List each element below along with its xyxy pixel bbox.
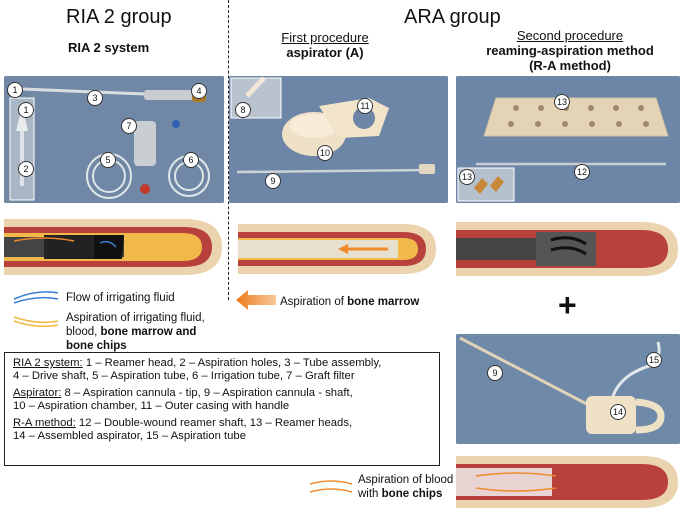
legend-ra-text1: 12 – Double-wound reamer shaft, 13 – Rea… — [75, 417, 353, 429]
second-procedure-method: reaming-aspiration method — [486, 43, 654, 58]
badge-2: 2 — [18, 161, 34, 177]
blood-aspiration-bold: bone chips — [381, 488, 443, 500]
plus-sign: + — [558, 287, 577, 323]
assembled-aspirator-illustration — [456, 334, 680, 444]
badge-1: 1 — [7, 82, 23, 98]
marrow-arrow-icon — [236, 290, 276, 310]
badge-1-inset: 1 — [18, 102, 34, 118]
ra-bone-aspiration-diagram — [456, 456, 678, 508]
legend-ra-text2: 14 – Assembled aspirator, 15 – Aspiratio… — [13, 430, 246, 442]
aspiration-flow-line1: Aspiration of irrigating fluid, — [66, 312, 205, 324]
badge-7: 7 — [121, 118, 137, 134]
badge-11: 11 — [357, 98, 373, 114]
legend-aspirator: Aspirator: 8 – Aspiration cannula - tip,… — [13, 387, 431, 413]
ria-system-title: RIA 2 system — [68, 40, 150, 55]
irrigating-flow-icon — [13, 291, 59, 304]
aspiration-flow-bold2: bone chips — [66, 340, 127, 352]
assembled-aspirator-photo: 9 15 14 — [456, 334, 680, 444]
blood-aspiration-line2: with — [358, 488, 382, 500]
legend-asp-label: Aspirator: — [13, 387, 62, 399]
aspirator-photo: 8 11 10 9 — [229, 76, 448, 203]
aspirator-bone-diagram — [238, 224, 436, 274]
ria-system-photo: 1 3 4 1 2 7 5 6 — [4, 76, 224, 203]
badge-4: 4 — [191, 83, 207, 99]
badge-9-assembled: 9 — [487, 365, 503, 381]
ra-method-illustration — [456, 76, 680, 203]
badge-3: 3 — [87, 90, 103, 106]
legend-ra: R-A method: 12 – Double-wound reamer sha… — [13, 417, 431, 443]
badge-9: 9 — [265, 173, 281, 189]
legend-ria-text2: 4 – Drive shaft, 5 – Aspiration tube, 6 … — [13, 370, 355, 382]
ara-group-title: ARA group — [404, 6, 501, 28]
badge-15: 15 — [646, 352, 662, 368]
ria-group-title: RIA 2 group — [66, 6, 172, 28]
ra-bone-diagram — [456, 222, 678, 276]
group-divider — [228, 0, 229, 300]
aspiration-flow-icon — [13, 316, 59, 328]
aspirator-illustration — [229, 76, 448, 203]
badge-12: 12 — [574, 164, 590, 180]
badge-14: 14 — [610, 404, 626, 420]
second-procedure-label: Second procedure — [516, 28, 624, 43]
first-procedure-label: First procedure — [281, 30, 369, 45]
legend-ria-text1: 1 – Reamer head, 2 – Aspiration holes, 3… — [82, 357, 382, 369]
badge-8: 8 — [235, 102, 251, 118]
ra-method-photo: 13 12 13 — [456, 76, 680, 203]
legend-ra-label: R-A method: — [13, 417, 76, 429]
blood-flow-icon — [309, 480, 353, 493]
second-procedure-abbr: (R-A method) — [529, 58, 611, 73]
badge-6: 6 — [183, 152, 199, 168]
marrow-aspiration-prefix: Aspiration of — [280, 296, 348, 308]
badge-5: 5 — [100, 152, 116, 168]
badge-10: 10 — [317, 145, 333, 161]
first-procedure-heading: First procedure aspirator (A) — [270, 30, 380, 60]
irrigating-flow-label: Flow of irrigating fluid — [66, 292, 175, 304]
aspiration-flow-bold1: bone marrow and — [100, 326, 197, 338]
marrow-aspiration-label: Aspiration of bone marrow — [280, 295, 419, 309]
legend-asp-text1: 8 – Aspiration cannula - tip, 9 – Aspira… — [61, 387, 353, 399]
blood-aspiration-line1: Aspiration of blood — [358, 474, 454, 486]
marrow-aspiration-bold: bone marrow — [347, 296, 420, 308]
badge-13-inset: 13 — [459, 169, 475, 185]
aspiration-flow-line2: blood, — [66, 326, 101, 338]
legend-ria: RIA 2 system: 1 – Reamer head, 2 – Aspir… — [13, 357, 431, 383]
aspiration-flow-label: Aspiration of irrigating fluid, blood, b… — [66, 311, 236, 353]
blood-aspiration-label: Aspiration of blood with bone chips — [358, 473, 453, 501]
legend-asp-text2: 10 – Aspiration chamber, 11 – Outer casi… — [13, 400, 290, 412]
second-procedure-heading: Second procedure reaming-aspiration meth… — [466, 28, 674, 73]
first-procedure-method: aspirator (A) — [286, 45, 364, 60]
badge-13: 13 — [554, 94, 570, 110]
ria-system-illustration — [4, 76, 224, 203]
legend-ria-label: RIA 2 system: — [13, 357, 83, 369]
ria-bone-diagram — [4, 219, 222, 275]
component-legend: RIA 2 system: 1 – Reamer head, 2 – Aspir… — [4, 352, 440, 466]
